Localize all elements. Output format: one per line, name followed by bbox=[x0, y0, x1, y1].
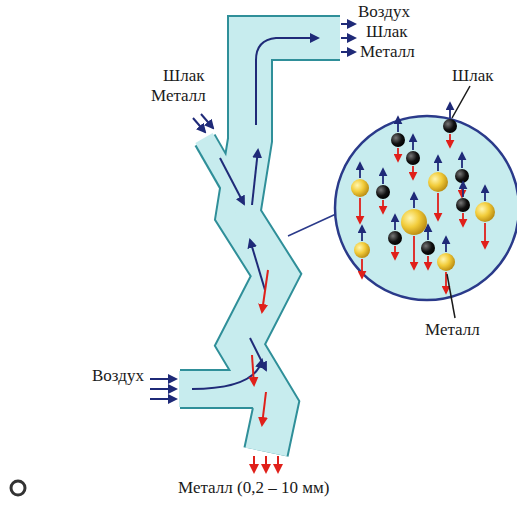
output-label: Металл (0,2 – 10 мм) bbox=[178, 478, 329, 497]
output-label: Шлак bbox=[366, 22, 407, 41]
io-arrows bbox=[150, 24, 355, 472]
leader-line bbox=[447, 274, 455, 318]
gravity-arrow bbox=[437, 193, 439, 220]
air-force-arrow bbox=[359, 163, 361, 178]
metal-particle bbox=[475, 202, 495, 222]
gravity-arrow bbox=[427, 256, 429, 269]
gravity-arrow bbox=[361, 259, 363, 278]
air-force-arrow bbox=[484, 186, 486, 201]
gravity-arrow bbox=[397, 148, 399, 161]
callout-label: Металл bbox=[425, 320, 480, 339]
gravity-arrow bbox=[449, 134, 451, 147]
air-force-arrow bbox=[427, 225, 429, 240]
input-label: Металл bbox=[151, 86, 206, 105]
slag-particle bbox=[391, 133, 405, 147]
metal-particle bbox=[354, 242, 370, 258]
air-force-arrow bbox=[382, 169, 384, 184]
air-force-arrow bbox=[394, 215, 396, 230]
metal-particle bbox=[428, 172, 448, 192]
air-force-arrow bbox=[437, 156, 439, 171]
slag-particle bbox=[443, 119, 457, 133]
metal-particle bbox=[437, 253, 455, 271]
gravity-arrow bbox=[412, 166, 414, 179]
gravity-arrow bbox=[484, 223, 486, 248]
air-force-arrow bbox=[449, 103, 451, 118]
output-label: Металл bbox=[360, 42, 415, 61]
gravity-arrow bbox=[382, 200, 384, 213]
slag-particle bbox=[456, 198, 470, 212]
air-force-arrow bbox=[361, 226, 363, 241]
gravity-arrow bbox=[462, 213, 464, 226]
gravity-arrow bbox=[359, 198, 361, 223]
metal-particle bbox=[351, 179, 369, 197]
slag-particle bbox=[455, 169, 469, 183]
air-force-arrow bbox=[445, 237, 447, 252]
air-force-arrow bbox=[397, 117, 399, 132]
slag-particle bbox=[388, 231, 402, 245]
gravity-arrow bbox=[394, 246, 396, 259]
slag-particle bbox=[421, 241, 435, 255]
zoom-leader bbox=[288, 214, 336, 236]
air-force-arrow bbox=[461, 153, 463, 168]
input-label: Воздух bbox=[92, 366, 144, 385]
metal-particle bbox=[401, 209, 427, 235]
slag-particle bbox=[376, 185, 390, 199]
output-label: Воздух bbox=[358, 2, 410, 21]
leader-line bbox=[452, 86, 470, 118]
gravity-arrow bbox=[413, 236, 415, 269]
input-label: Шлак bbox=[163, 66, 204, 85]
air-force-arrow bbox=[412, 135, 414, 150]
air-force-arrow bbox=[462, 182, 464, 197]
slag-particle bbox=[406, 151, 420, 165]
icon bbox=[11, 481, 25, 495]
zoom-circle bbox=[335, 116, 517, 300]
air-force-arrow bbox=[413, 193, 415, 208]
particles bbox=[351, 103, 495, 293]
callout-label: Шлак bbox=[452, 66, 493, 85]
